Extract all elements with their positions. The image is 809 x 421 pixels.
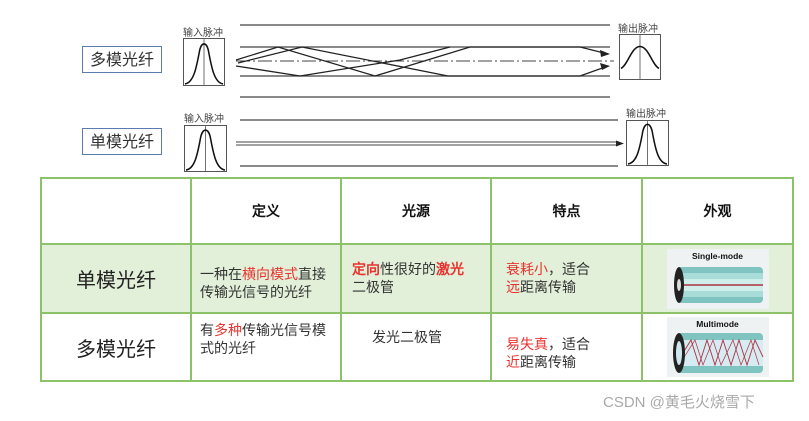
text: ，适合: [548, 261, 590, 278]
emphasis-text: 易失真: [506, 337, 548, 353]
fiber-comparison-table: 定义 光源 特点 外观 单模光纤 一种在横向模式直接传输光信号的光纤 定向性很好…: [40, 177, 794, 382]
watermark: CSDN @黄毛火烧雪下: [603, 394, 755, 411]
emphasis-text: 远: [506, 279, 520, 296]
singlemode-input-pulse-chart: [184, 125, 227, 172]
header-empty: [40, 177, 192, 245]
text: ，适合: [548, 337, 590, 353]
narrow-pulse-icon: [627, 121, 668, 165]
table-header-row: 定义 光源 特点 外观: [40, 177, 794, 245]
image-label: Multimode: [696, 319, 739, 329]
header-definition: 定义: [190, 177, 342, 245]
text: 传输光信号模式的光纤: [200, 323, 326, 357]
gaussian-pulse-icon: [185, 126, 226, 171]
text: 有: [200, 323, 214, 339]
appearance-cell: Multimode: [641, 312, 794, 382]
singlemode-input-caption: 输入脉冲: [184, 114, 224, 125]
multimode-cable-icon: [672, 333, 763, 373]
singlemode-cable-icon: [673, 266, 763, 303]
feature-cell: 易失真，适合近距离传输: [490, 312, 643, 382]
header-appearance: 外观: [641, 177, 794, 245]
multimode-input-pulse-chart: [183, 38, 225, 86]
text: 直接传输光信号的光纤: [200, 266, 326, 301]
multimode-output-pulse-chart: [619, 34, 661, 80]
singlemode-output-pulse-chart: [626, 120, 669, 166]
broadened-pulse-icon: [620, 35, 660, 79]
singlemode-output-caption: 输出脉冲: [626, 109, 666, 120]
emphasis-text: 多种: [214, 323, 242, 339]
multimode-label: 多模光纤: [82, 46, 162, 73]
emphasis-text: 定向: [352, 261, 380, 278]
text: 发光二极管: [372, 330, 442, 346]
emphasis-text: 横向模式: [242, 266, 298, 283]
singlemode-label: 单模光纤: [82, 128, 162, 155]
definition-cell: 一种在横向模式直接传输光信号的光纤: [190, 243, 342, 314]
row-name: 多模光纤: [40, 312, 192, 382]
emphasis-text: 激光: [436, 261, 464, 278]
text: 一种在: [200, 266, 242, 283]
feature-cell: 衰耗小，适合远距离传输: [490, 243, 643, 314]
text: 二极管: [352, 279, 394, 296]
gaussian-pulse-icon: [184, 39, 224, 85]
text: 性很好的: [380, 261, 436, 278]
multimode-fiber-image: Multimode: [666, 317, 769, 377]
row-name: 单模光纤: [40, 243, 192, 314]
text: 距离传输: [520, 355, 576, 371]
light-source-cell: 发光二极管: [340, 312, 492, 382]
emphasis-text: 衰耗小: [506, 261, 548, 278]
appearance-cell: Single-mode: [641, 243, 794, 314]
text: 距离传输: [520, 279, 576, 296]
fiber-propagation-diagram: [235, 24, 624, 167]
multimode-input-caption: 输入脉冲: [183, 28, 223, 39]
light-source-cell: 定向性很好的激光二极管: [340, 243, 492, 314]
definition-cell: 有多种传输光信号模式的光纤: [190, 312, 342, 382]
table-row-multimode: 多模光纤 有多种传输光信号模式的光纤 发光二极管 易失真，适合近距离传输 Mul…: [40, 312, 794, 382]
image-label: Single-mode: [691, 250, 743, 261]
multimode-output-caption: 输出脉冲: [618, 24, 658, 35]
header-light-source: 光源: [340, 177, 492, 245]
table-row-singlemode: 单模光纤 一种在横向模式直接传输光信号的光纤 定向性很好的激光二极管 衰耗小，适…: [40, 243, 794, 314]
header-features: 特点: [490, 177, 643, 245]
emphasis-text: 近: [506, 355, 520, 371]
singlemode-fiber-image: Single-mode: [666, 248, 769, 309]
